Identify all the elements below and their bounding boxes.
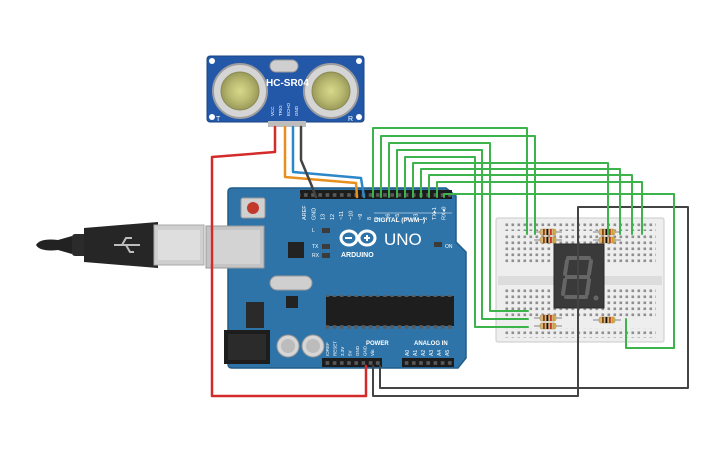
status-led <box>322 253 330 258</box>
sensor-pin-label: VCC <box>270 106 275 116</box>
sensor-label: HC-SR04 <box>266 78 309 89</box>
segment-wires[interactable] <box>372 127 675 349</box>
resistor[interactable] <box>534 322 562 330</box>
analog-header <box>402 358 454 367</box>
analog-pin-label: A3 <box>429 350 435 356</box>
digital-pin-label: ~11 <box>339 211 345 220</box>
power-pin-label: GND <box>355 345 360 356</box>
analog-label: ANALOG IN <box>414 341 448 347</box>
digital-pin-label: 8 <box>367 217 373 220</box>
power-pin-label: GND <box>363 345 368 356</box>
digital-pin-label: TX▸1 <box>432 207 438 220</box>
resistor[interactable] <box>593 316 621 324</box>
sensor-pin-label: TRIG <box>278 105 283 116</box>
reset-button[interactable] <box>240 197 266 219</box>
power-jack[interactable] <box>224 330 270 364</box>
digital-pin-label: ~10 <box>349 211 355 220</box>
digital-pin-label: 12 <box>330 214 336 220</box>
digital-header <box>300 190 452 199</box>
power-label: POWER <box>366 341 389 347</box>
digital-pin-label: ~9 <box>358 214 364 220</box>
uno-label: UNO <box>384 230 422 249</box>
wire-trig-orange[interactable] <box>283 125 359 199</box>
transducer-right-icon <box>303 63 359 119</box>
power-pin-label: IOREF <box>325 342 330 356</box>
digital-pin-label: ~6 <box>386 214 392 220</box>
power-pin-label: 3.3V <box>340 347 345 356</box>
digital-pin-label: 13 <box>321 214 327 220</box>
power-header <box>322 358 382 367</box>
status-led <box>322 228 330 233</box>
status-leds: L TX RX <box>312 228 330 259</box>
power-pin-label: RESET <box>333 341 338 356</box>
status-led-label: TX <box>312 244 319 250</box>
usb-symbol-icon <box>114 237 140 253</box>
arduino-logo-icon <box>339 229 377 247</box>
digital-pin-label: ~3 <box>414 214 420 220</box>
usb-cable[interactable] <box>36 222 205 268</box>
corner-label-right: R <box>348 116 353 123</box>
power-pin-label: Vin <box>370 349 375 356</box>
analog-pin-label: A5 <box>445 350 451 356</box>
analog-pin-label: A4 <box>437 350 443 356</box>
resistor[interactable] <box>534 314 562 322</box>
digital-pin-label: GND <box>311 208 317 220</box>
arduino-brand-label: ARDUINO <box>341 252 374 259</box>
analog-pin-label: A2 <box>421 350 427 356</box>
digital-pin-label: ~5 <box>395 214 401 220</box>
status-led <box>322 244 330 249</box>
resistor[interactable] <box>534 228 562 236</box>
digital-pin-label: 2 <box>423 217 429 220</box>
capacitor <box>276 334 325 358</box>
analog-pin-label: A0 <box>405 350 411 356</box>
on-label: ON <box>445 244 453 250</box>
wire-gnd-black[interactable] <box>299 125 318 199</box>
wire-vcc-red[interactable] <box>210 125 368 398</box>
analog-pin-label: A1 <box>413 350 419 356</box>
resistor[interactable] <box>593 236 621 244</box>
resistors <box>534 228 621 330</box>
digital-pin-label: AREF <box>302 205 308 220</box>
power-pin-label: 5V <box>348 350 353 356</box>
status-led-label: L <box>312 228 315 234</box>
status-led-label: RX <box>312 253 320 259</box>
digital-label: DIGITAL (PWM~) <box>374 217 425 224</box>
digital-pin-label: 7 <box>376 217 382 220</box>
resistor[interactable] <box>534 236 562 244</box>
wire-echo-blue[interactable] <box>291 125 366 199</box>
corner-label-left: T <box>216 116 221 123</box>
sensor-pin-label: GND <box>294 105 299 116</box>
atmega-chip <box>326 293 454 329</box>
transducer-left-icon <box>212 63 268 119</box>
digital-pin-label: 4 <box>404 217 410 220</box>
sensor-pin-label: ECHO <box>286 102 291 116</box>
